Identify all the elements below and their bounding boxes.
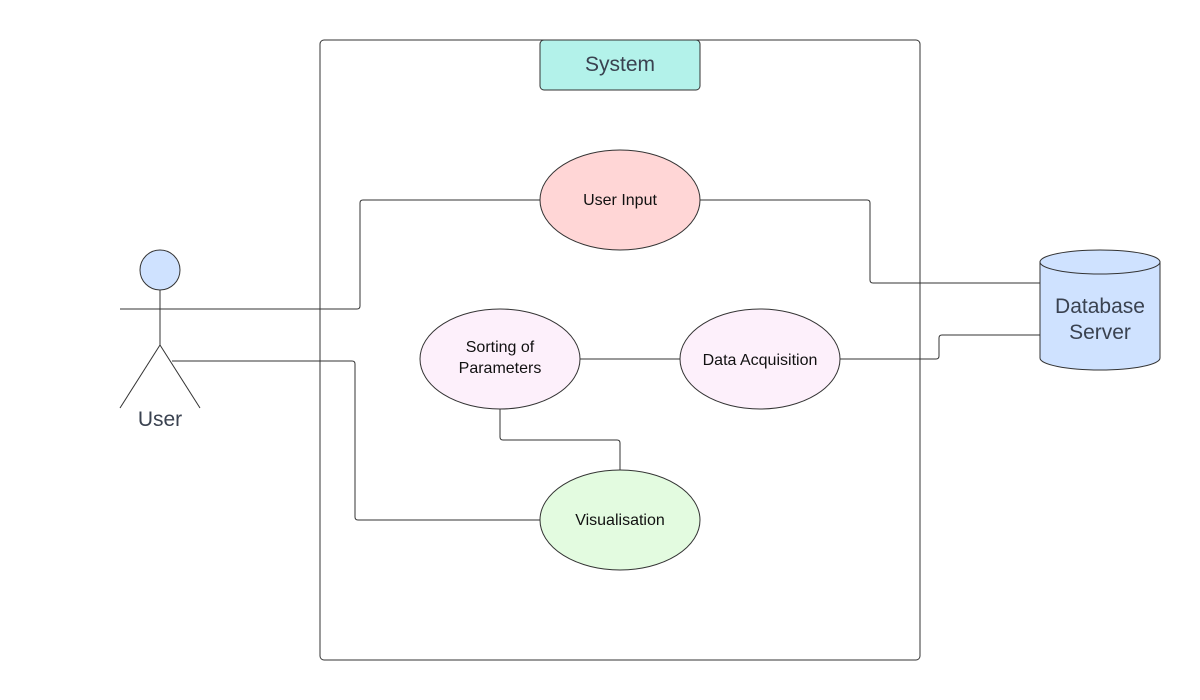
- connector-data-acquisition-to-database: [840, 334, 1040, 360]
- use-case-data-acquisition: Data Acquisition: [679, 308, 841, 410]
- user-actor: User: [119, 249, 201, 431]
- connector-sorting-to-visualisation: [499, 409, 621, 471]
- database-label-line2: Server: [1069, 321, 1131, 344]
- use-case-sorting-shape: [419, 308, 581, 410]
- use-case-data-acquisition-label: Data Acquisition: [703, 352, 818, 369]
- use-case-sorting-label-line2: Parameters: [459, 360, 542, 377]
- use-case-user-input: User Input: [539, 149, 701, 251]
- connector-user-input-to-database: [700, 199, 1040, 284]
- use-case-visualisation: Visualisation: [539, 469, 701, 571]
- actor-head: [139, 249, 181, 291]
- system-title: System: [585, 53, 655, 76]
- database-server: Database Server: [1039, 249, 1161, 371]
- actor-left-leg: [119, 344, 161, 409]
- use-case-user-input-shape: [539, 149, 701, 251]
- connector-user-to-user-input: [120, 199, 540, 310]
- database-cylinder-body: [1039, 261, 1161, 371]
- use-case-visualisation-shape: [539, 469, 701, 571]
- system-title-background: [539, 39, 701, 91]
- use-case-user-input-label: User Input: [583, 192, 657, 209]
- connector-user-to-visualisation: [172, 360, 540, 521]
- actor-right-leg: [159, 344, 201, 409]
- system-title-box: System: [539, 39, 701, 91]
- use-case-sorting-label-line1: Sorting of: [466, 339, 535, 356]
- actor-label: User: [138, 408, 182, 431]
- use-case-sorting-of-parameters: Sorting of Parameters: [419, 308, 581, 410]
- use-case-visualisation-label: Visualisation: [575, 512, 665, 529]
- database-cylinder-top: [1039, 249, 1161, 275]
- use-case-data-acquisition-shape: [679, 308, 841, 410]
- database-label-line1: Database: [1055, 295, 1145, 318]
